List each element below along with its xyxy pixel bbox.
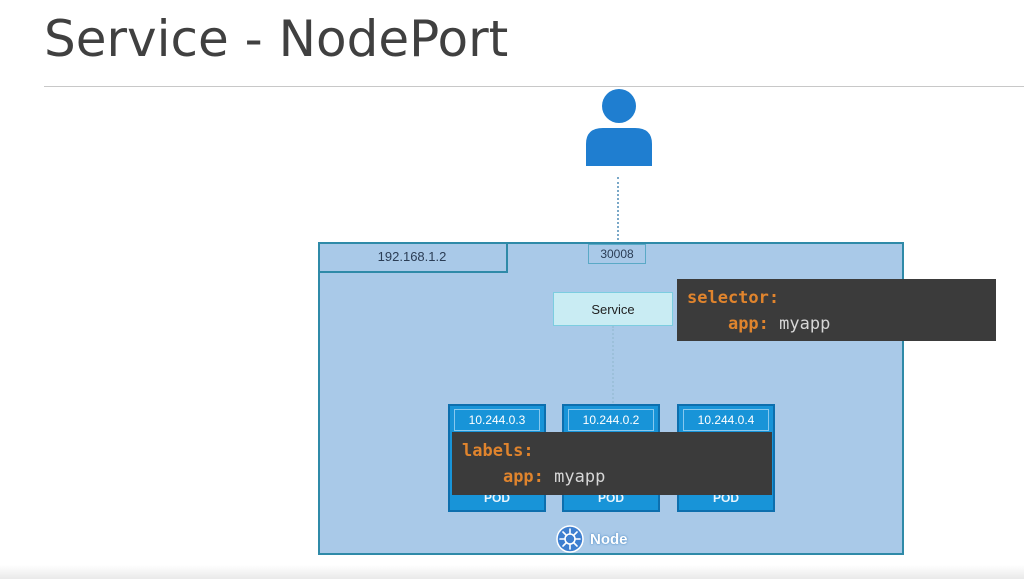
labels-app-key: app:: [502, 467, 544, 487]
title-divider: [44, 86, 1024, 87]
service-box: Service: [553, 292, 673, 326]
kubernetes-helm-icon: [556, 525, 584, 553]
selector-key: selector:: [687, 288, 780, 308]
page-title: Service - NodePort: [44, 10, 509, 68]
node-port-label: 30008: [588, 244, 646, 264]
node-badge: Node: [556, 524, 628, 554]
node-label: Node: [590, 530, 628, 548]
labels-app-value: myapp: [554, 467, 606, 487]
service-to-pod-connector: [612, 326, 616, 406]
node-ip-label: 192.168.1.2: [318, 242, 508, 273]
pod-ip: 10.244.0.4: [683, 409, 769, 431]
user-to-node-connector: [617, 177, 621, 244]
pod-ip: 10.244.0.2: [568, 409, 654, 431]
selector-app-value: myapp: [779, 314, 831, 334]
bottom-fade: [0, 565, 1024, 579]
selector-app-key: app:: [727, 314, 769, 334]
user-icon: [586, 89, 652, 166]
labels-code-box: labels: app: myapp: [452, 432, 772, 495]
selector-code-box: selector: app: myapp: [677, 279, 996, 341]
labels-key: labels:: [462, 441, 534, 461]
pod-ip: 10.244.0.3: [454, 409, 540, 431]
